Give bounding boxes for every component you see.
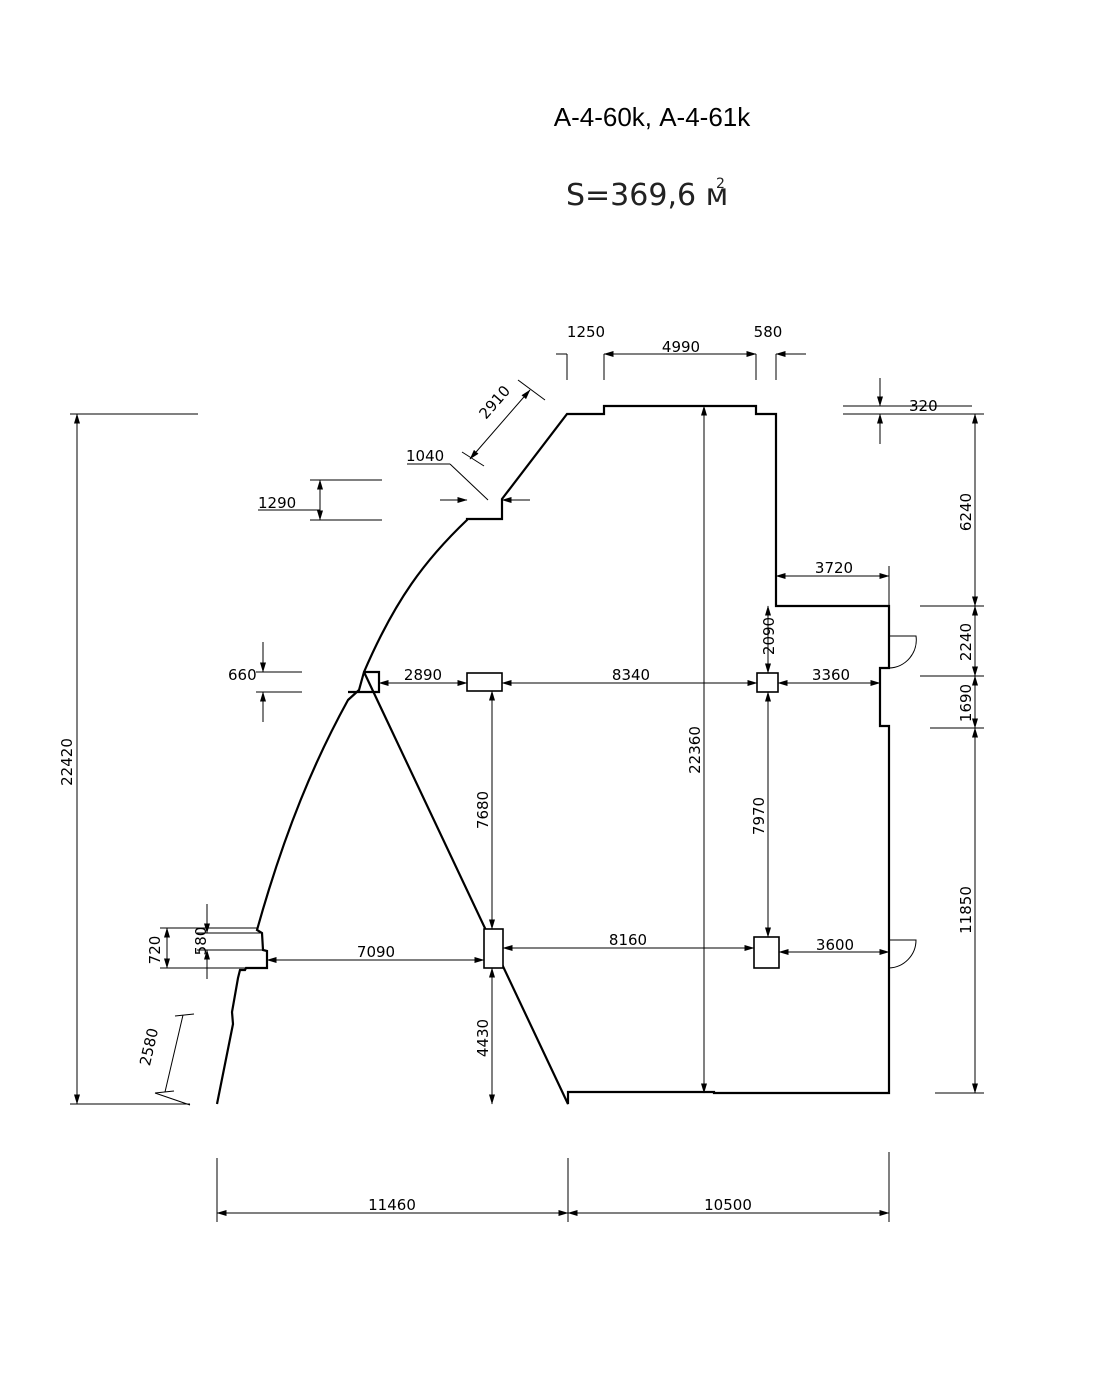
dim-bottom-chain (216, 1152, 890, 1222)
dim-10500-label: 10500 (704, 1196, 752, 1214)
door-swing-upper (888, 635, 917, 669)
dim-720-label: 720 (146, 936, 164, 965)
dim-1290-label: 1290 (258, 494, 296, 512)
dim-7680-label: 7680 (474, 791, 492, 829)
dim-7090-label: 7090 (357, 943, 395, 961)
dim-2240-label: 2240 (957, 623, 975, 661)
dim-580-label: 580 (192, 927, 210, 956)
column-4 (753, 936, 780, 969)
dim-2580 (154, 1013, 195, 1106)
outer-wall (215, 404, 891, 1105)
dim-2090-label: 2090 (760, 617, 778, 655)
dim-8160-label: 8160 (609, 931, 647, 949)
area-label: S=369,6 м (566, 178, 728, 213)
dim-580-label: 580 (754, 323, 783, 341)
dim-1040-label: 1040 (406, 447, 444, 465)
dim-3600-label: 3600 (816, 936, 854, 954)
column-2 (756, 672, 779, 693)
column-1 (466, 672, 503, 692)
dim-22420 (70, 413, 198, 1105)
dim-6240-label: 6240 (957, 493, 975, 531)
area-superscript: 2 (716, 176, 725, 192)
dim-2910-label: 2910 (475, 382, 514, 423)
dim-11460-label: 11460 (368, 1196, 416, 1214)
dim-22360-label: 22360 (686, 726, 704, 774)
dim-right-chain (920, 413, 984, 1094)
dim-660 (256, 642, 302, 722)
dim-3720-label: 3720 (815, 559, 853, 577)
dim-1290 (258, 479, 382, 521)
dim-580-720 (160, 904, 262, 979)
dim-3720 (775, 566, 890, 606)
dim-2890-label: 2890 (404, 666, 442, 684)
dim-320-label: 320 (909, 397, 938, 415)
column-3 (483, 928, 504, 969)
door-swing-lower (888, 939, 917, 969)
dim-1690-label: 1690 (957, 684, 975, 722)
dim-4430-label: 4430 (474, 1019, 492, 1057)
dim-2910 (461, 379, 546, 467)
plan-title: А-4-60k, А-4-61k (554, 102, 752, 132)
dim-11850-label: 11850 (957, 886, 975, 934)
dim-1040 (407, 463, 530, 503)
dim-4990-label: 4990 (662, 338, 700, 356)
dim-22420-label: 22420 (58, 738, 76, 786)
dim-column-row-2 (266, 945, 890, 963)
dim-320 (843, 378, 972, 444)
dim-7970-label: 7970 (750, 797, 768, 835)
dim-top-chain (556, 351, 806, 380)
dim-3360-label: 3360 (812, 666, 850, 684)
dim-8340-label: 8340 (612, 666, 650, 684)
dim-1250-label: 1250 (567, 323, 605, 341)
dim-2580-label: 2580 (136, 1026, 162, 1067)
dim-660-label: 660 (228, 666, 257, 684)
